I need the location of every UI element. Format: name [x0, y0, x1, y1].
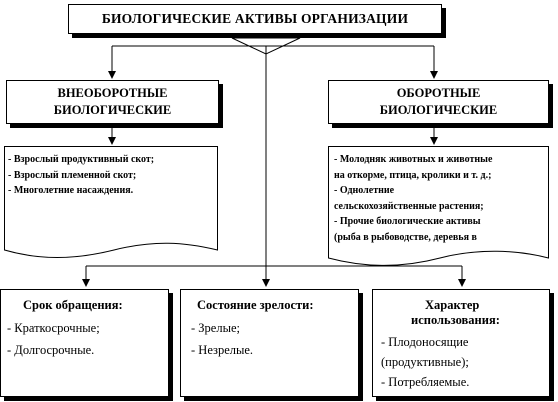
usage-title-line-2: использования: — [411, 313, 500, 327]
title-pointer — [231, 37, 301, 55]
title-box: БИОЛОГИЧЕСКИЕ АКТИВЫ ОРГАНИЗАЦИИ — [68, 4, 442, 34]
list-item: - Взрослый племенной скот; — [8, 169, 137, 181]
current-heading-line-2: БИОЛОГИЧЕСКИЕ — [379, 103, 498, 117]
current-heading-line-1: ОБОРОТНЫЕ — [396, 86, 481, 100]
list-item: (рыба в рыбоводстве, деревья в — [334, 231, 477, 243]
list-item: - Однолетние — [334, 185, 395, 196]
list-item: - Незрелые. — [191, 343, 254, 357]
list-item: - Прочие биологические активы — [334, 216, 481, 227]
noncurrent-heading-line-2: БИОЛОГИЧЕСКИЕ — [53, 103, 172, 117]
noncurrent-heading-box: ВНЕОБОРОТНЫЕ БИОЛОГИЧЕСКИЕ — [6, 80, 219, 124]
current-list: - Молодняк животных и животные на откорм… — [334, 152, 492, 245]
list-item: - Долгосрочные. — [7, 343, 95, 357]
list-item: - Взрослый продуктивный скот; — [8, 154, 155, 165]
noncurrent-heading-line-1: ВНЕОБОРОТНЫЕ — [57, 86, 168, 100]
current-heading-box: ОБОРОТНЫЕ БИОЛОГИЧЕСКИЕ — [328, 80, 549, 124]
list-item: - Многолетние насаждения. — [8, 185, 134, 196]
list-item: на откорме, птица, кролики и т. д.; — [334, 169, 492, 181]
noncurrent-list-box: - Взрослый продуктивный скот; - Взрослый… — [4, 146, 218, 260]
list-item: - Молодняк животных и животные — [334, 154, 493, 165]
list-item: - Плодоносящие — [381, 335, 469, 349]
current-doc-shape — [328, 146, 549, 266]
usage-box: Характер использования: - Плодоносящие (… — [372, 289, 550, 397]
term-box: Срок обращения: - Краткосрочные; - Долго… — [0, 289, 169, 397]
list-item: сельскохозяйственные растения; — [334, 200, 484, 212]
noncurrent-doc-shape — [4, 146, 218, 258]
maturity-box: Состояние зрелости: - Зрелые; - Незрелые… — [180, 289, 359, 397]
term-title: Срок обращения: — [23, 298, 123, 312]
list-item: - Потребляемые. — [381, 375, 470, 389]
current-list-box: - Молодняк животных и животные на откорм… — [328, 146, 549, 270]
list-item: - Краткосрочные; — [7, 321, 100, 335]
list-item: - Зрелые; — [191, 321, 241, 335]
title-text: БИОЛОГИЧЕСКИЕ АКТИВЫ ОРГАНИЗАЦИИ — [101, 11, 409, 26]
list-item: (продуктивные); — [381, 355, 469, 369]
maturity-title: Состояние зрелости: — [197, 298, 314, 312]
noncurrent-list: - Взрослый продуктивный скот; - Взрослый… — [8, 152, 154, 199]
usage-title-line-1: Характер — [425, 298, 480, 312]
